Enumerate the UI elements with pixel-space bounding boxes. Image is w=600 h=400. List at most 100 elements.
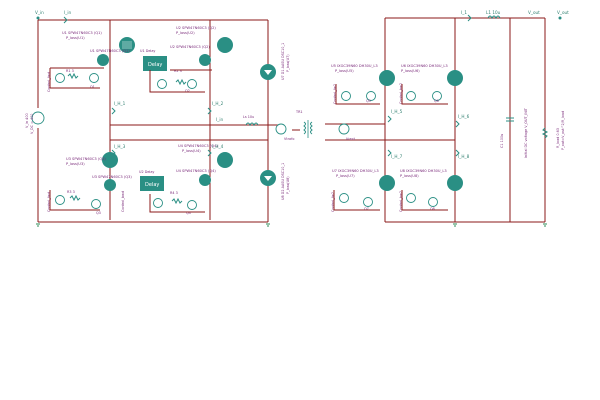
mosfet-q4-sense[interactable]: U4 SPW47N60C3 (Q4) [176,169,216,186]
mosfet-q4-label: U4 SPW47N60C3 (Q4) [178,144,218,148]
control-label-7: Control_fw2 [331,192,335,212]
switch-q6-label: U6 IXGC39N60 DH30U_L3 [401,64,448,68]
q8-label: Q8 [430,207,435,211]
switch-q5[interactable]: U5 IXGC39N60 DH30U_L3 P_loss(U5) [331,64,395,86]
diode-d2-loss: P_loss(U8) [286,176,290,194]
mosfet-q3[interactable]: U3 SPW47N60C3 (Q3) P_loss(U3) [66,152,118,168]
switch-q7-loss: P_loss(U7) [336,174,355,178]
q5-label: Q5 [366,99,371,103]
delay-block-icon [140,176,164,191]
dc-source-icon [31,111,45,125]
voltage-source-icon [366,91,376,101]
voltage-source-icon [432,91,442,101]
mosfet-q2-sense[interactable]: U2 SPW47N60C3 (Q2) [170,45,211,66]
mosfet-q1-sense[interactable]: U1 SPW47N60C3 (Q1) [90,49,130,66]
resistor-icon [69,194,81,202]
dc-source[interactable]: V_in 400 V_DC = 400 [25,111,45,134]
delay-block-2[interactable]: Delay U2 Delay [139,170,164,191]
current-probe-icon [467,14,472,22]
node-ih8: I_H_8 [458,154,470,159]
mosfet-q2-label-2: U2 SPW47N60C3 (Q2) [170,45,210,49]
switch-q5-loss: P_loss(U5) [335,69,354,73]
transformer-tr1[interactable]: TR1 Vtrafo Vrect [275,110,356,141]
control-label-3: Control_fwd [47,192,51,212]
current-probe-icon [387,115,392,123]
mosfet-q3-sense[interactable]: U3 SPW47N60C3 (Q3) [92,175,132,191]
delay-block-1[interactable]: Delay U1 Delay [140,49,167,71]
ground-symbols [36,223,547,227]
voltage-source-icon [91,199,101,209]
ground-icon [266,223,270,227]
mosfet-q1[interactable]: U1 SPW47N60C3 (Q1) P_loss(U1) [62,31,135,53]
gate-drive-2[interactable]: R2 3 Q2 [149,69,212,93]
ground-icon [543,223,547,227]
inductor-ls[interactable]: Ls 10u [243,115,259,127]
switch-icon [379,175,395,191]
gate-drive-3[interactable]: R3 3 Control_fwd Q3 [47,190,101,215]
node-ih3: I_H_3 [114,144,126,149]
switch-q7[interactable]: U7 IXGC39N60 DH30U_L3 P_loss(U7) [332,169,395,191]
resistor-icon [67,72,79,80]
mosfet-q2[interactable]: U2 SPW47N60C3 (Q2) P_loss(U2) [176,26,233,53]
diode-d2-label: U8 D2 AASU DSC10_1 [281,163,285,200]
ground-icon [36,223,40,227]
inductor-icon [245,122,259,127]
mosfet-q4[interactable]: U4 SPW47N60C3 (Q4) P_loss(U4) [178,144,233,168]
diode-d1[interactable]: U7 D1 AASU DSC10_1 P_loss(U7) [260,43,290,80]
v-trafo-label: Vtrafo [284,137,294,141]
diode-d1-loss: P_loss(U7) [286,54,290,72]
gate-drive-5[interactable]: Control_fw2 Q5 [333,84,380,105]
control-label-1: Control_fwd [47,72,51,92]
switch-q6[interactable]: U6 IXGC39N60 DH30U_L3 P_loss(U6) [401,64,463,86]
mosfet-icon [102,152,118,168]
voltmeter-icon [275,123,287,135]
probe-dot-icon [558,16,562,20]
voltage-source-icon [187,79,197,89]
voltage-source-icon [363,197,373,207]
voltage-source-icon [187,200,197,210]
gate-drive-7[interactable]: Control_fw2 Q7 [331,190,380,212]
voltage-source-icon [341,91,351,101]
diode-d1-label: U7 D1 AASU DSC10_1 [281,43,285,80]
mosfet-q2-label: U2 SPW47N60C3 (Q2) [176,26,216,30]
load-resistor[interactable]: R_load 0.63 P_out=V_out^2/R_load [541,111,565,150]
mosfet-icon [104,179,116,191]
mosfet-q3-label: U3 SPW47N60C3 (Q3) [66,157,106,161]
current-probe-icon [63,16,68,24]
voltage-source-icon [153,198,163,208]
inductor-l1-label: L1 10u [486,10,501,15]
resistor-r4: R4 3 [170,191,178,195]
q2-label: Q2 [185,89,190,93]
mosfet-q3-loss: P_loss(U3) [66,162,85,166]
delay-1-label: U1 Delay [140,49,155,53]
current-probe-icon [455,149,460,157]
voltage-source-icon [339,193,349,203]
node-i-in: I_in [64,10,71,15]
node-v-out-2: V_out [557,10,569,15]
delay-1-text: Delay [148,62,162,68]
switch-q8[interactable]: U8 IXGC39N60 DH30U_L3 P_loss(U8) [400,169,463,191]
gate-drive-1[interactable]: R1 3 Control_fwd Q1 [47,67,104,92]
resistor-r1: R1 3 [66,69,74,73]
resistor-icon [541,127,549,139]
source-label-1: V_in 400 [25,113,29,128]
resistor-icon [171,197,183,205]
voltage-source-icon [157,79,167,89]
inductor-l1-icon [487,15,501,20]
mosfet-icon [217,37,233,53]
gate-drive-8[interactable]: Control_bw2 Q8 [399,190,448,212]
q6-label: Q6 [434,99,439,103]
current-probe-icon [111,149,116,157]
mosfet-q3-label-2: U3 SPW47N60C3 (Q3) [92,175,132,179]
cap-label-2: Initial DC voltage V_OUT_INIT [524,107,528,158]
gate-drive-6[interactable]: Control_bw2 Q6 [399,83,448,105]
voltage-source-icon [55,195,65,205]
diode-d2[interactable]: U8 D2 AASU DSC10_1 P_loss(U8) [260,163,290,200]
node-ih2: I_H_2 [212,101,224,106]
gate-drive-4[interactable]: R4 3 Control_bwd Q4 [121,191,205,215]
mosfet-q1-label: U1 SPW47N60C3 (Q1) [62,31,102,35]
output-capacitor[interactable]: C1 100u Initial DC voltage V_OUT_INIT [500,107,528,158]
switch-q6-loss: P_loss(U6) [401,69,420,73]
delay-2-label: U2 Delay [139,170,154,174]
